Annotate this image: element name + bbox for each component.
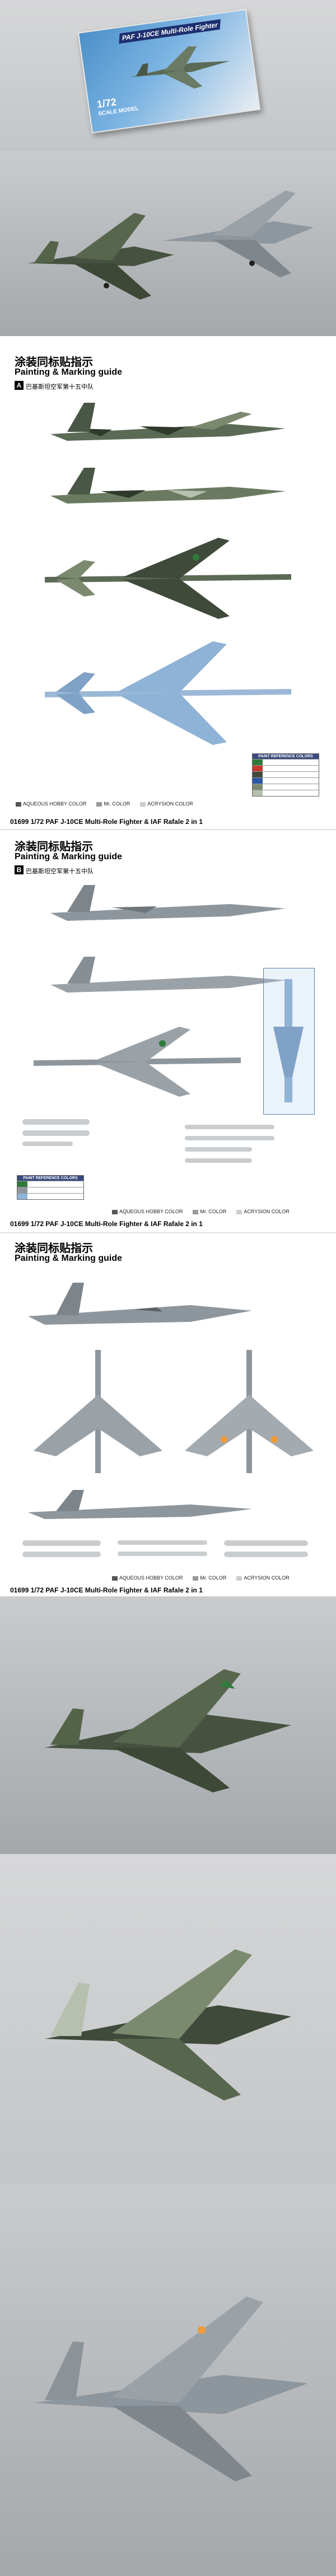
chart-row	[253, 790, 319, 796]
j10-b-wing-detail	[273, 979, 304, 1102]
paint-reference-chart: PAINT REFERENCE COLORS	[252, 753, 319, 796]
divider	[0, 1232, 336, 1233]
j10-bottom-view	[45, 641, 291, 745]
j10-top-view	[45, 538, 291, 619]
sheet-b-title-cn: 涂装同标贴指示	[15, 841, 93, 853]
rafale-model-photo	[162, 190, 314, 277]
scheme-badge: A	[15, 381, 24, 390]
j10-rear-photo	[45, 1949, 291, 2100]
jet-illustration	[130, 46, 230, 89]
j10-b-top-view	[34, 1027, 241, 1097]
chart-b-header: PAINT REFERENCE COLORS	[17, 1176, 83, 1181]
sheet-title-cn: 涂装同标贴指示	[15, 356, 93, 369]
j10-side-view-2	[50, 468, 286, 504]
rafale-title-en: Painting & Marking guide	[15, 1254, 123, 1263]
legend-acrysion: ACRYSION COLOR	[147, 801, 193, 807]
paint-legend-rafale: AQUEOUS HOBBY COLOR Mr. COLOR ACRYSION C…	[112, 1575, 290, 1581]
rafale-ordnance	[22, 1540, 308, 1557]
chart-row	[253, 777, 319, 784]
legend-b-mr-color: Mr. COLOR	[200, 1209, 227, 1214]
scheme-b-text: 巴基斯坦空军第十五中队	[26, 868, 94, 875]
chart-row	[253, 759, 319, 765]
paint-legend: AQUEOUS HOBBY COLOR Mr. COLOR ACRYSION C…	[16, 801, 193, 807]
model-photo-pair	[0, 151, 336, 336]
sheet-title-en: Painting & Marking guide	[15, 367, 123, 377]
legend-b-aqueous: AQUEOUS HOBBY COLOR	[119, 1209, 183, 1214]
rafale-side-view-2	[28, 1490, 252, 1519]
chart-row	[253, 765, 319, 771]
legend-r-aqueous: AQUEOUS HOBBY COLOR	[119, 1575, 183, 1581]
paint-reference-chart-b: PAINT REFERENCE COLORS	[17, 1175, 84, 1200]
chart-row	[17, 1187, 83, 1193]
legend-r-mr-color: Mr. COLOR	[200, 1575, 227, 1581]
marking-sheet-rafale: 涂装同标贴指示 Painting & Marking guide AQUEOUS…	[0, 1232, 336, 1596]
legend-r-acrysion: ACRYSION COLOR	[244, 1575, 290, 1581]
rafale-top-view	[34, 1350, 162, 1473]
scheme-text: 巴基斯坦空军第十五中队	[26, 384, 94, 390]
rafale-title-cn: 涂装同标贴指示	[15, 1242, 93, 1255]
kit-box: PAF J-10CE Multi-Role Fighter 1/72 SCALE…	[77, 8, 261, 134]
j10-b-side-view-2	[50, 957, 286, 993]
chart-row	[17, 1181, 83, 1187]
model-photo-j10-rear	[0, 1854, 336, 2184]
sheet-b-caption: 01699 1/72 PAF J-10CE Multi-Role Fighter…	[10, 1220, 203, 1228]
model-photo-rafale	[0, 2184, 336, 2576]
chart-row	[253, 784, 319, 790]
j10-model-photo	[28, 213, 174, 300]
model-photo-j10-front	[0, 1596, 336, 1854]
divider	[0, 829, 336, 830]
j10-side-view-top	[50, 403, 286, 441]
rafale-bottom-view	[185, 1350, 314, 1473]
legend-b-acrysion: ACRYSION COLOR	[244, 1209, 290, 1214]
ordnance-set	[22, 1119, 274, 1163]
box-art-photo: PAF J-10CE Multi-Role Fighter 1/72 SCALE…	[0, 0, 336, 151]
marking-sheet-b: PAINT REFERENCE COLORS AQUEOUS HOBBY COL…	[0, 945, 336, 1232]
paint-legend-b: AQUEOUS HOBBY COLOR Mr. COLOR ACRYSION C…	[112, 1209, 290, 1214]
rafale-side-view	[28, 1283, 252, 1325]
chart-row	[17, 1193, 83, 1199]
chart-header: PAINT REFERENCE COLORS	[253, 754, 319, 759]
legend-mr-color: Mr. COLOR	[104, 801, 130, 807]
sheet-caption: 01699 1/72 PAF J-10CE Multi-Role Fighter…	[10, 818, 203, 826]
marking-sheet-a: 涂装同标贴指示 Painting & Marking guide A 巴基斯坦空…	[0, 336, 336, 945]
sheet-b-title-en: Painting & Marking guide	[15, 852, 123, 861]
scheme-b-badge: B	[15, 865, 24, 874]
legend-aqueous: AQUEOUS HOBBY COLOR	[23, 801, 87, 807]
j10-photo	[45, 1669, 291, 1792]
j10-b-side-view	[50, 885, 286, 921]
rafale-caption: 01699 1/72 PAF J-10CE Multi-Role Fighter…	[10, 1586, 203, 1594]
chart-row	[253, 771, 319, 777]
rafale-photo	[34, 2296, 308, 2481]
